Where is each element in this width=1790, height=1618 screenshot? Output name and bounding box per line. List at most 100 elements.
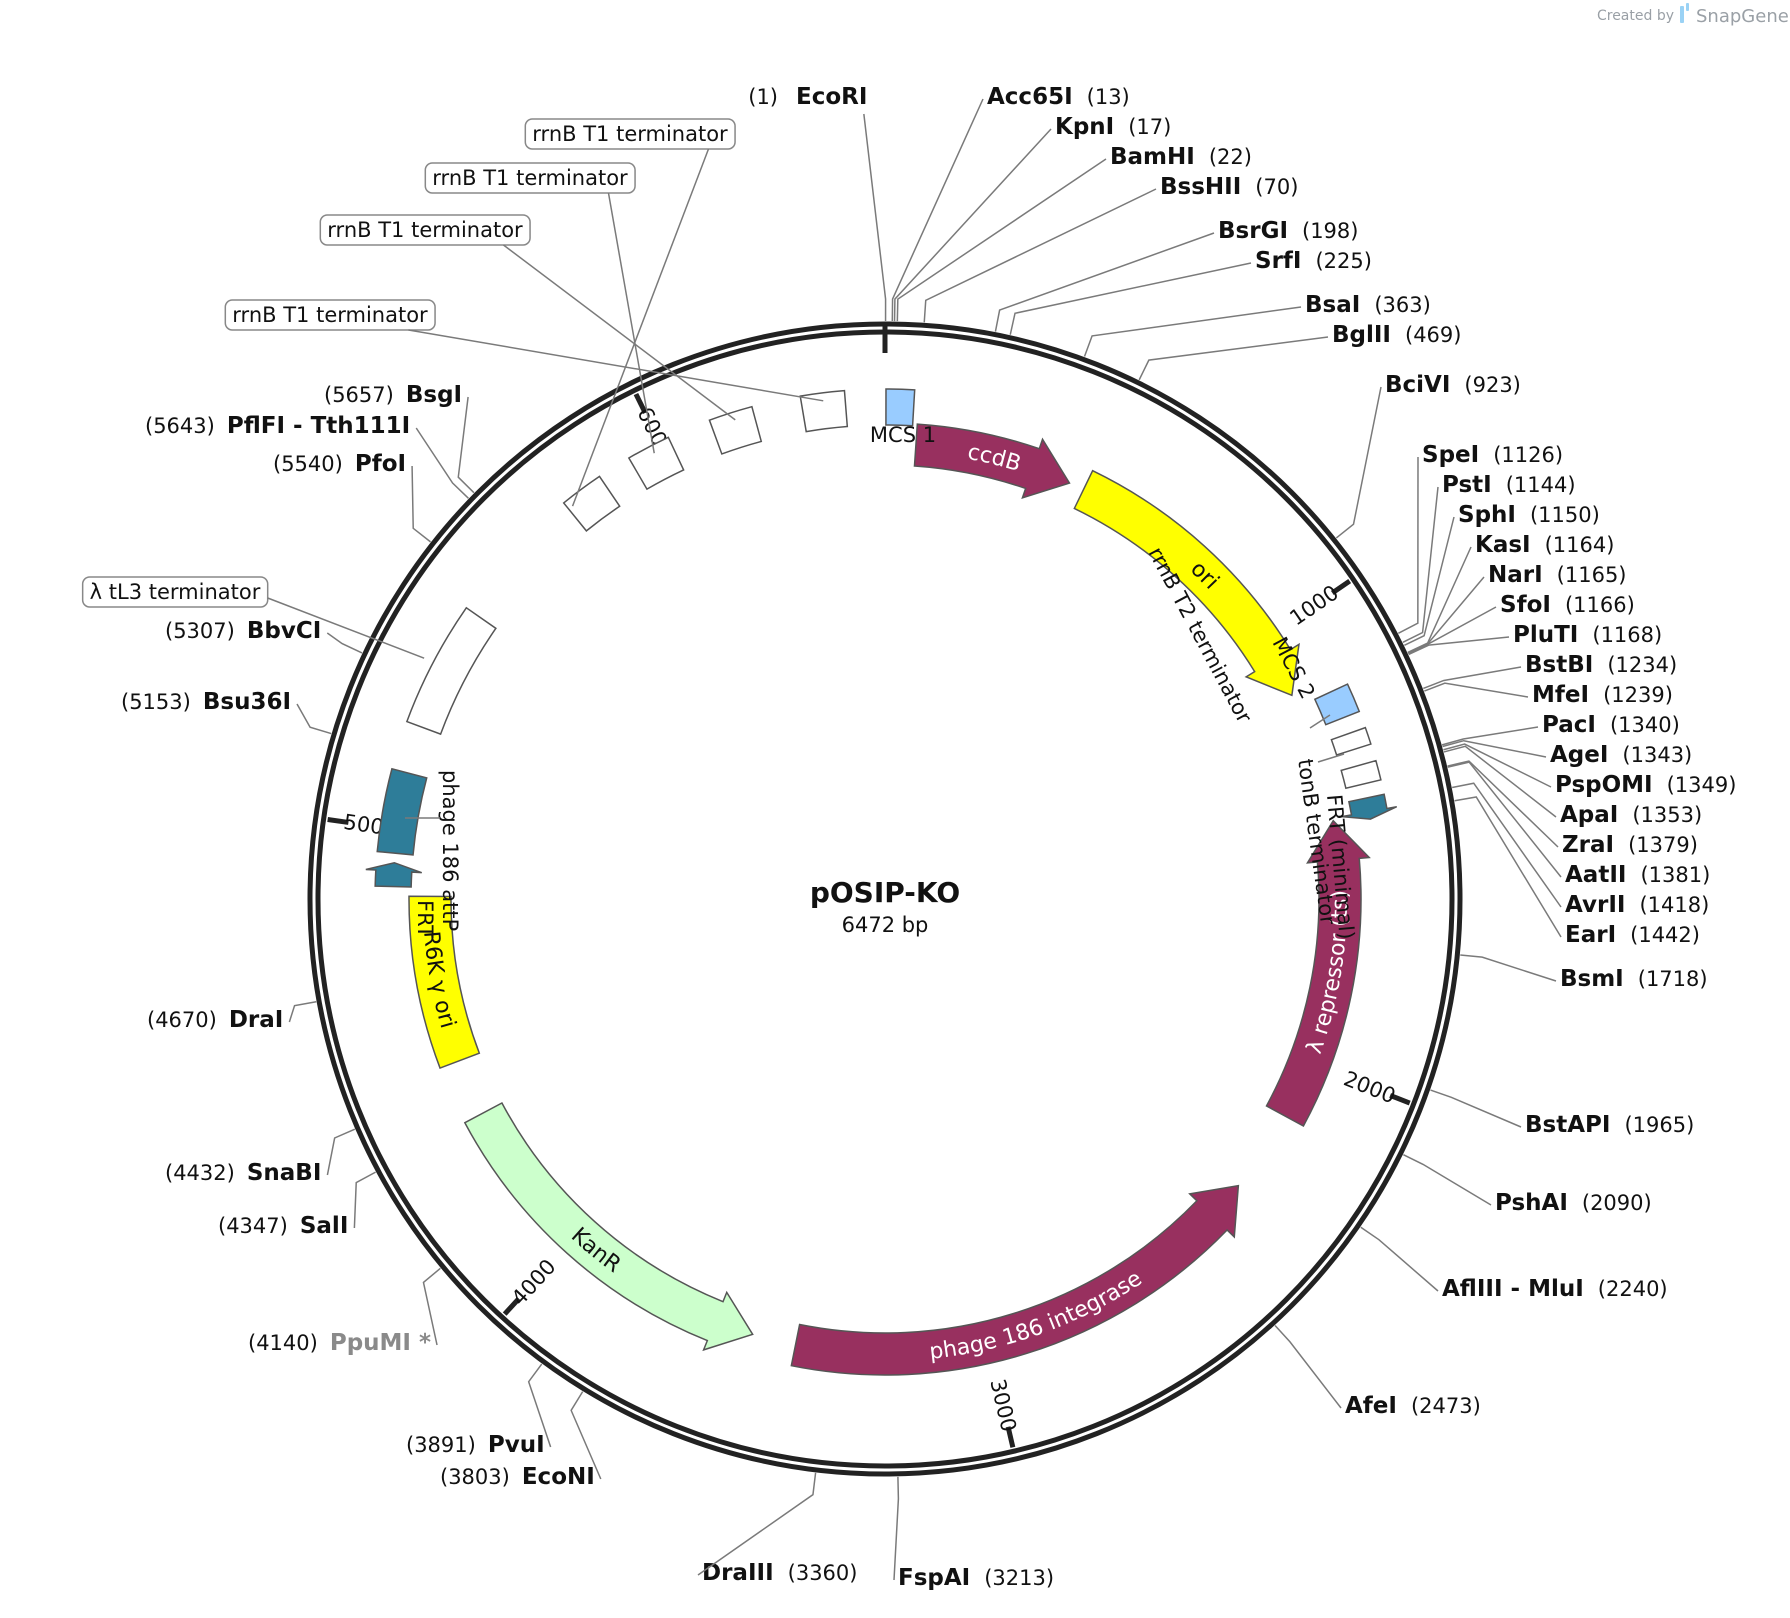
site-name: PspOMI xyxy=(1555,772,1653,798)
site-position: (198) xyxy=(1302,219,1358,243)
site-bbvci: BbvCI(5307) xyxy=(165,618,363,654)
site-name: PstI xyxy=(1442,472,1492,498)
site-name: Acc65I xyxy=(987,84,1073,110)
callout-text-10: FRT xyxy=(413,900,437,938)
site-econi: EcoNI (3803) xyxy=(440,1391,602,1490)
site-position: (17) xyxy=(1128,115,1171,139)
site-leader xyxy=(1447,761,1562,878)
site-position: (1353) xyxy=(1632,803,1702,827)
site-aatii: AatII(1381) xyxy=(1447,761,1710,888)
site-position: (4140) xyxy=(248,1331,318,1355)
site-position: (4670) xyxy=(147,1008,217,1032)
site-paci: PacI(1340) xyxy=(1441,712,1680,746)
site-leader xyxy=(1407,606,1497,655)
site-zrai: ZraI(1379) xyxy=(1447,760,1698,858)
site-agei: AgeI(1343) xyxy=(1442,739,1692,768)
site-leader xyxy=(1424,682,1529,698)
site-position: (2473) xyxy=(1411,1394,1481,1418)
callout-text-1: rrnB T1 terminator xyxy=(432,166,628,190)
feature-rrnb-t1-terminator-10 xyxy=(627,436,685,491)
site-afei: AfeI (2473) xyxy=(1274,1325,1481,1419)
snapgene-brand-text: SnapGene xyxy=(1696,6,1789,27)
site-leader xyxy=(527,1363,552,1448)
feature-rrnb-t1-terminator-12 xyxy=(799,389,849,433)
callout-text-5: MCS 1 xyxy=(870,423,936,447)
site-pvui: PvuI(3891) xyxy=(406,1363,552,1458)
site-position: (469) xyxy=(1405,323,1461,347)
callout-leader-3 xyxy=(408,329,824,402)
site-leader xyxy=(1403,1154,1492,1206)
callout-text-3: rrnB T1 terminator xyxy=(232,303,428,327)
site-position: (1166) xyxy=(1565,593,1635,617)
site-leader xyxy=(891,98,984,322)
site-leader xyxy=(1460,954,1557,982)
site-name: AatII xyxy=(1565,862,1626,888)
site-position: (3803) xyxy=(440,1465,510,1489)
site-leader xyxy=(1404,516,1455,647)
site-name: BstBI xyxy=(1525,652,1593,678)
site-bsgi: BsgI(5657) xyxy=(324,382,475,494)
site-leader xyxy=(1443,745,1557,818)
site-name: PacI xyxy=(1542,712,1596,738)
site-leader xyxy=(415,427,469,499)
callout-1: rrnB T1 terminator xyxy=(424,162,636,194)
tick-mark-6000 xyxy=(633,392,648,415)
site-leader xyxy=(457,396,475,494)
site-name: BstAPI xyxy=(1525,1112,1610,1138)
tick-mark-1000 xyxy=(1330,579,1352,596)
site-position: (4432) xyxy=(165,1161,235,1185)
site-name: Bsu36I xyxy=(203,689,291,715)
site-name: SnaBI xyxy=(247,1160,322,1186)
site-leader xyxy=(1083,306,1302,357)
site-leader xyxy=(1407,576,1485,654)
site-position: (3891) xyxy=(406,1433,476,1457)
site-srfi: SrfI(225) xyxy=(1009,248,1372,335)
site-name: PluTI xyxy=(1513,622,1578,648)
site-leader xyxy=(1447,760,1559,848)
site-name: KpnI xyxy=(1055,114,1114,140)
feature-repressor-ts-2 xyxy=(1265,819,1371,1127)
site-position: (4347) xyxy=(218,1214,288,1238)
site-apai: ApaI (1353) xyxy=(1443,745,1702,828)
snapgene-branding: Created by SnapGene xyxy=(1597,3,1789,27)
site-afliii-mlui: AflIII - MluI(2240) xyxy=(1360,1226,1668,1302)
site-eari: EarI(1442) xyxy=(1454,796,1700,948)
site-name: AfeI xyxy=(1345,1393,1397,1419)
callout-leader-2 xyxy=(503,244,736,421)
site-position: (5643) xyxy=(145,414,215,438)
site-leader xyxy=(1430,1089,1522,1128)
feature-frt-minimal-17 xyxy=(1341,793,1398,820)
site-ppumi-: PpuMI *(4140) xyxy=(248,1267,441,1356)
site-name: AflIII - MluI xyxy=(1442,1276,1584,1302)
callout-text-4: λ tL3 terminator xyxy=(90,580,261,604)
site-leader xyxy=(1397,456,1419,634)
site-position: (13) xyxy=(1087,85,1130,109)
site-leader xyxy=(1335,386,1382,539)
site-spei: SpeI(1126) xyxy=(1397,442,1563,634)
callout-4: λ tL3 terminator xyxy=(81,576,269,608)
site-name: SrfI xyxy=(1255,248,1301,274)
site-bsai: BsaI(363) xyxy=(1083,292,1431,357)
site-leader xyxy=(896,158,1107,322)
callout-text-2: rrnB T1 terminator xyxy=(327,218,523,242)
site-position: (1442) xyxy=(1630,923,1700,947)
site-name: AvrII xyxy=(1565,892,1625,918)
site-name: EcoNI xyxy=(522,1464,595,1490)
site-position: (2090) xyxy=(1582,1191,1652,1215)
site-leader xyxy=(353,1171,376,1229)
tick-mark-5000 xyxy=(327,816,349,825)
site-position: (1164) xyxy=(1545,533,1615,557)
site-avrii: AvrII(1418) xyxy=(1451,782,1709,918)
site-bsu36i: Bsu36I (5153) xyxy=(121,689,332,735)
site-bamhi: BamHI(22) xyxy=(896,144,1252,322)
site-pflfi-tth111i: PflFI - Tth111I(5643) xyxy=(145,413,469,499)
feature-mcs-1-13 xyxy=(885,388,916,427)
site-leader xyxy=(1274,1325,1342,1409)
site-leader xyxy=(570,1391,602,1480)
created-by-text: Created by xyxy=(1597,8,1674,24)
site-name: ApaI xyxy=(1560,802,1618,828)
site-name: SfoI xyxy=(1500,592,1551,618)
site-name: MfeI xyxy=(1532,682,1589,708)
site-position: (5153) xyxy=(121,690,191,714)
